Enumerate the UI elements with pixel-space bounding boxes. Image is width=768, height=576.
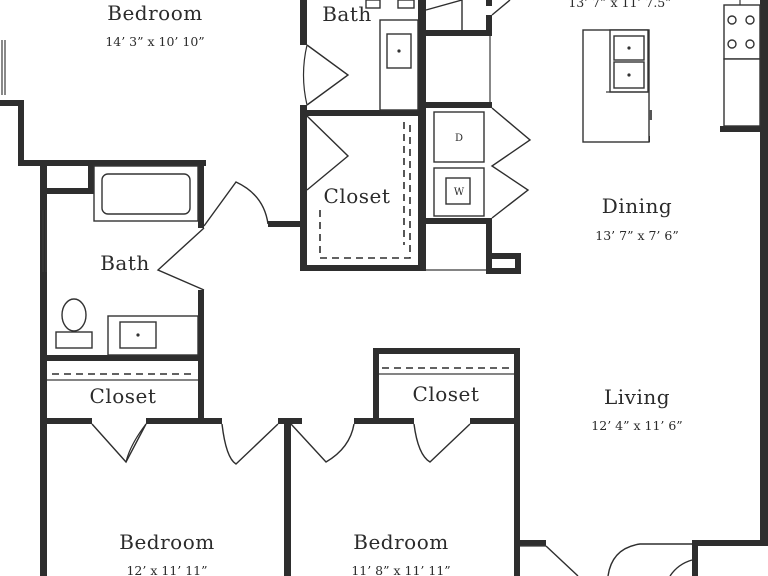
room-dims-bedroom-bc: 11’ 8” x 11’ 11” [351,563,450,576]
dryer-label: D [455,133,463,144]
room-name-closet-left: Closet [90,384,157,408]
fixtures [55,0,761,356]
room-name-bath-left: Bath [100,251,150,275]
room-dims-kitchen: 13’ 7” x 11’ 7.5” [568,0,671,10]
stove-icon [723,4,761,60]
door-swings [91,0,693,576]
room-labels: Bedroom 14’ 3” x 10’ 10” Bath Closet Bat… [90,0,683,576]
washer-label: W [454,187,465,198]
room-name-closet-mid: Closet [324,184,391,208]
dryer-icon [433,111,485,163]
room-name-dining: Dining [602,194,672,218]
room-name-bedroom-bc: Bedroom [353,530,448,554]
sink-icon-left [119,321,157,349]
room-dims-bedroom-bl: 12’ x 11’ 11” [126,563,207,576]
toilet-icon [61,298,87,332]
room-dims-bedroom-top: 14’ 3” x 10’ 10” [105,34,204,49]
closet-shelves [47,60,745,381]
room-dims-dining: 13’ 7” x 7’ 6” [595,228,678,243]
room-name-closet-center: Closet [413,382,480,406]
room-name-bedroom-top: Bedroom [107,1,202,25]
room-name-bedroom-bl: Bedroom [119,530,214,554]
room-dims-living: 12’ 4” x 11’ 6” [591,418,682,433]
room-name-bath-top: Bath [322,2,372,26]
room-name-living: Living [604,385,670,409]
